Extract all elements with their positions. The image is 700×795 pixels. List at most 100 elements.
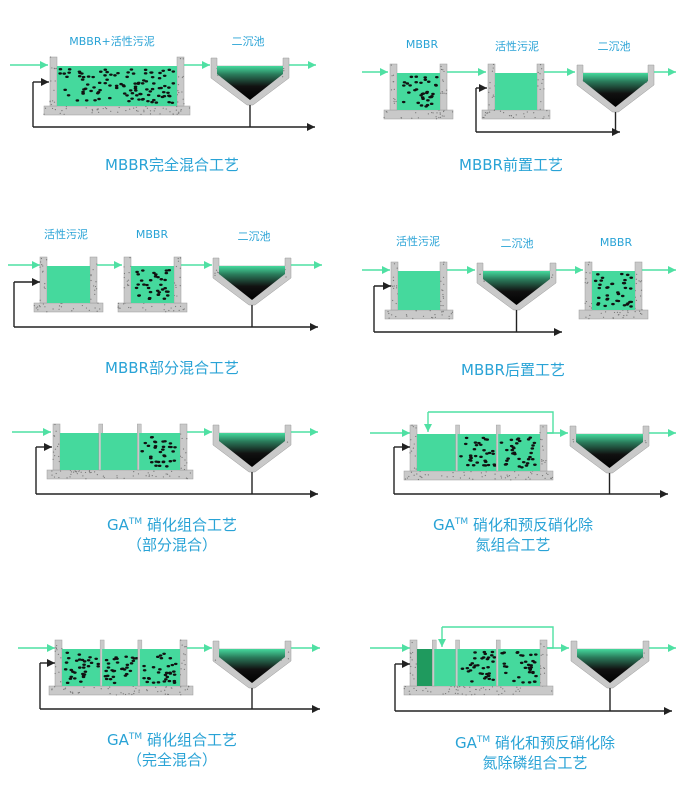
concrete-speck [443,110,445,113]
concrete-speck [410,665,412,668]
concrete-speck [43,286,45,288]
concrete-speck [117,305,119,307]
media-particle [611,302,615,306]
media-particle [526,438,531,441]
media-particle [92,86,96,89]
concrete-speck [415,468,417,470]
concrete-speck [502,112,505,114]
media-particle [167,94,171,97]
concrete-speck [408,475,410,478]
title-ga-nitrification-partial: GATM 硝化组合工艺（部分混合） [107,516,237,554]
concrete-speck [44,107,47,109]
media-particle [165,465,169,468]
concrete-speck [50,103,52,106]
concrete-speck [173,282,176,284]
media-particle [460,667,465,670]
clarifier-sludge [483,271,550,305]
concrete-speck [175,284,177,286]
media-particle [150,87,155,91]
concrete-speck [445,93,447,95]
concrete-speck [537,85,539,87]
concrete-speck [482,687,485,689]
concrete-speck [146,689,148,692]
media-particle [134,89,138,92]
concrete-speck [409,652,411,654]
concrete-speck [388,312,390,315]
concrete-speck [41,271,44,273]
concrete-speck [54,109,56,111]
media-particle [170,101,175,105]
media-particle [124,655,128,658]
media-particle [69,668,74,672]
concrete-speck [136,110,138,112]
concrete-speck [123,303,125,305]
concrete-speck [640,289,643,291]
media-particle [156,460,161,464]
concrete-speck [45,259,48,261]
media-particle [86,664,91,668]
concrete-speck [504,690,506,692]
concrete-speck [54,68,56,70]
media-particle [414,80,418,84]
concrete-speck [479,689,481,691]
media-particle [142,283,146,286]
media-particle [125,94,129,97]
media-particle [151,666,156,669]
concrete-speck [481,476,483,478]
concrete-speck [430,316,433,319]
concrete-speck [544,461,546,463]
return-sludge-arrowhead-icon [41,78,49,86]
media-particle [106,666,111,669]
media-particle [129,662,134,665]
concrete-speck [410,450,413,452]
concrete-speck [285,276,287,278]
concrete-speck [180,467,182,469]
media-particle [77,653,82,656]
concrete-speck [494,478,496,480]
media-particle [128,669,133,673]
media-particle [145,283,149,287]
concrete-speck [123,272,126,275]
concrete-speck [145,105,147,108]
concrete-speck [180,110,182,112]
concrete-speck [164,304,166,306]
concrete-speck [525,478,527,480]
concrete-speck [440,65,442,68]
inflow-arrowhead-icon [382,266,390,274]
media-particle [490,650,495,654]
media-particle [596,303,600,306]
concrete-speck [178,476,180,478]
media-particle [502,665,507,668]
concrete-speck [540,654,542,656]
concrete-speck [518,474,520,476]
concrete-speck [135,106,137,108]
concrete-speck [94,293,96,296]
media-particle [113,74,117,77]
concrete-speck [445,89,448,91]
concrete-speck [54,455,56,457]
concrete-speck [178,111,180,113]
media-particle [623,278,627,282]
concrete-speck [133,693,135,695]
media-particle [505,459,509,462]
concrete-speck [133,470,135,473]
media-particle [471,464,476,467]
waste-sludge-arrowhead-icon [312,705,320,713]
concrete-speck [184,654,186,656]
concrete-speck [543,116,545,118]
media-particle [470,680,474,683]
concrete-speck [405,314,408,316]
media-particle [625,303,629,306]
concrete-speck [439,112,441,114]
media-particle [105,70,109,74]
concrete-speck [413,687,415,689]
concrete-speck [53,435,56,437]
flow-arrowhead-icon [561,644,569,652]
concrete-speck [186,688,189,690]
concrete-speck [443,261,445,263]
concrete-speck [516,686,518,688]
media-particle [482,464,486,467]
concrete-speck [78,691,80,694]
concrete-speck [58,305,61,307]
concrete-speck [123,287,125,289]
